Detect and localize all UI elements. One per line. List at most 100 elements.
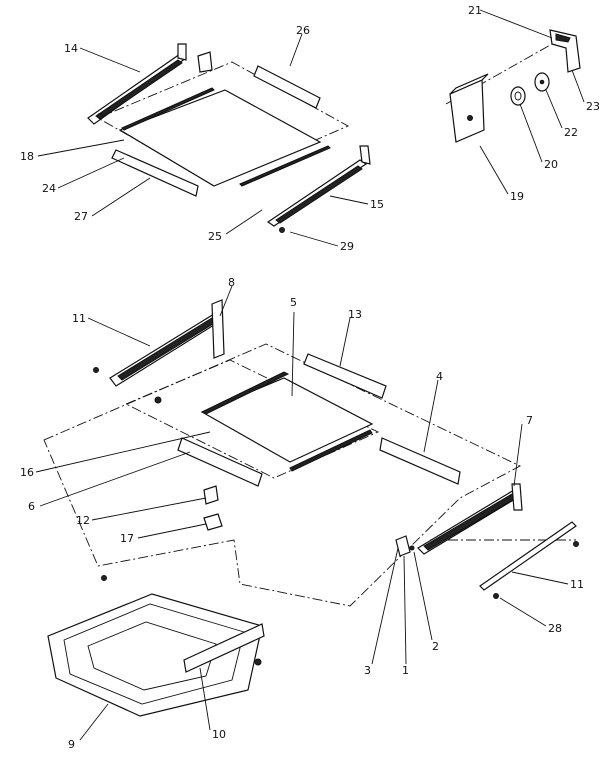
leader-4 <box>423 379 439 453</box>
leader-19 <box>479 145 509 195</box>
drawer-9 <box>47 593 263 717</box>
screw-f <box>254 658 262 666</box>
lower-right-rail-11 <box>479 521 577 591</box>
callout-15: 15 <box>370 198 384 211</box>
callout-1: 1 <box>402 664 409 677</box>
lower-right-rail-slot <box>423 493 517 551</box>
right-rail-slot <box>275 165 363 224</box>
callout-22: 22 <box>564 126 578 139</box>
callout-23: 23 <box>586 100 600 113</box>
leader-2 <box>413 551 433 641</box>
callout-13: 13 <box>348 308 362 321</box>
leader-12 <box>91 497 207 521</box>
callout-16: 16 <box>20 466 34 479</box>
lower-left-bracket-8 <box>211 299 225 359</box>
bracket-19-top <box>449 73 489 95</box>
screw-c <box>154 396 162 404</box>
leader-9 <box>79 703 109 741</box>
disc-22-center <box>539 79 545 85</box>
leader-5 <box>291 311 295 397</box>
leader-13 <box>339 317 351 367</box>
leader-24 <box>57 157 125 189</box>
right-rail-bracket <box>359 145 371 165</box>
upper-strip-a <box>121 87 215 131</box>
leader-16 <box>35 431 211 473</box>
divider-4 <box>379 437 461 485</box>
leader-21 <box>479 9 553 39</box>
leader-22 <box>545 89 563 129</box>
callout-27: 27 <box>74 210 88 223</box>
drawer-9-inner <box>63 603 245 705</box>
screw-29 <box>279 227 285 233</box>
lower-frame-outline <box>43 343 521 607</box>
callout-25: 25 <box>208 230 222 243</box>
leader-15 <box>329 195 369 205</box>
drawer-9-floor <box>87 621 217 691</box>
callout-8: 8 <box>228 276 235 289</box>
leader-3 <box>371 547 399 665</box>
screw-28 <box>493 593 499 599</box>
screw-e <box>101 575 107 581</box>
lower-right-bracket <box>511 483 523 511</box>
clip-17 <box>203 513 223 531</box>
callout-10: 10 <box>212 728 226 741</box>
upper-strip-b <box>239 145 331 187</box>
inner-frame-outline <box>124 359 380 479</box>
rear-trim-13 <box>303 353 387 399</box>
screw-b <box>93 367 99 373</box>
lower-shelf-assembly <box>43 299 579 717</box>
leader-lines <box>35 9 585 741</box>
callout-labels: 21 23 22 20 19 26 14 18 24 27 15 25 29 8… <box>20 4 600 751</box>
rear-trim-26 <box>253 65 321 109</box>
callout-14: 14 <box>64 42 78 55</box>
hinge-23-dark <box>555 33 571 43</box>
leader-17 <box>137 523 207 539</box>
callout-12: 12 <box>76 514 90 527</box>
callout-21: 21 <box>468 4 482 17</box>
callout-11a: 11 <box>72 312 86 325</box>
callout-4: 4 <box>436 370 443 383</box>
callout-17: 17 <box>120 532 134 545</box>
leader-25 <box>225 209 263 235</box>
lower-glass-strip-a <box>200 371 290 415</box>
callout-20: 20 <box>544 158 558 171</box>
callout-9: 9 <box>68 738 75 751</box>
lower-left-rail-slot <box>117 317 217 381</box>
left-rail-hook <box>197 51 213 73</box>
leader-11b <box>511 571 569 585</box>
bracket-hole <box>467 115 473 121</box>
leader-29 <box>289 231 339 247</box>
screw-d <box>573 541 579 547</box>
callout-7: 7 <box>526 414 533 427</box>
leader-1 <box>403 555 407 665</box>
leader-18 <box>37 139 125 157</box>
callout-26: 26 <box>296 24 310 37</box>
part-1 <box>395 535 411 557</box>
screw-a <box>97 113 103 119</box>
leader-6 <box>39 451 191 507</box>
leader-27 <box>91 177 151 217</box>
lower-glass-strip-b <box>289 429 373 472</box>
leader-26 <box>289 33 303 67</box>
callout-5: 5 <box>290 296 297 309</box>
callout-11b: 11 <box>570 578 584 591</box>
callout-6: 6 <box>28 500 35 513</box>
callout-18: 18 <box>20 150 34 163</box>
callout-29: 29 <box>340 240 354 253</box>
upper-shelf-assembly <box>87 43 371 233</box>
front-trim-24 <box>111 149 199 197</box>
callout-3: 3 <box>364 664 371 677</box>
leader-20 <box>519 103 543 163</box>
leader-28 <box>499 597 547 627</box>
left-rail-bracket <box>177 43 187 61</box>
upper-glass-edge <box>119 129 215 187</box>
callout-2: 2 <box>432 640 439 653</box>
lower-glass-panel <box>200 377 374 463</box>
leader-11a <box>87 317 151 347</box>
callout-19: 19 <box>510 190 524 203</box>
front-trim-6 <box>177 437 263 487</box>
drawer-cover-10 <box>183 623 265 673</box>
leader-23 <box>571 69 585 103</box>
